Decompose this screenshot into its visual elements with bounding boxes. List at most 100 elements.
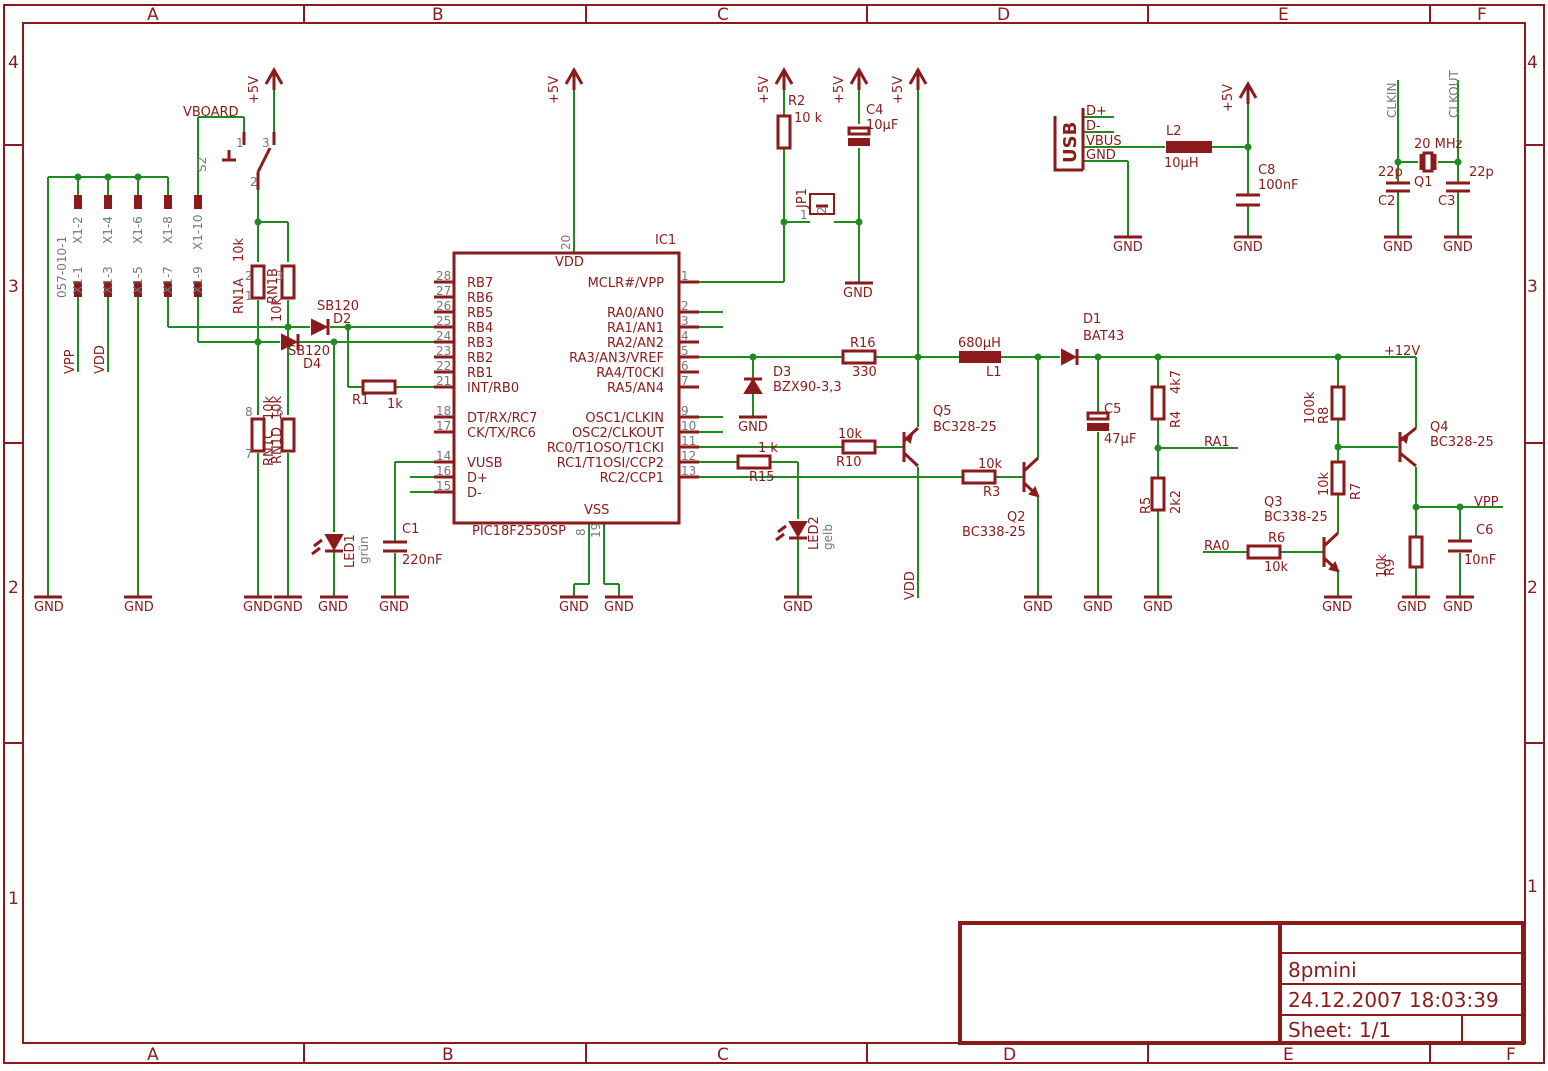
pin-number: 1: [236, 136, 244, 150]
net-label: VDD: [93, 345, 108, 374]
component-ref: JP1: [795, 188, 810, 209]
row-label: 4: [8, 53, 19, 73]
resistor-r6: R6 10k: [1246, 531, 1289, 575]
ic-pin-number: 17: [436, 419, 451, 433]
component-ref: L1: [986, 365, 1002, 380]
ground-label: GND: [124, 600, 154, 615]
usb-pin-label: GND: [1086, 148, 1116, 163]
pin-number: 1: [800, 208, 808, 222]
supply-arrow-icon: [774, 66, 794, 90]
component-ref: C4: [866, 103, 883, 118]
transistor-q5: Q5 BC328-25: [902, 404, 997, 468]
connector-pin-label: X1-7: [161, 266, 175, 294]
capacitor-c8: C8 100nF: [1236, 163, 1299, 207]
ic-pin-number: 28: [436, 269, 451, 283]
component-value: 1k: [387, 397, 403, 412]
pin-number: 1: [245, 289, 253, 303]
ic-pin-number: 14: [436, 449, 451, 463]
ground-label: GND: [1023, 600, 1053, 615]
ic-pin-number: 18: [436, 404, 451, 418]
ground-label: GND: [1143, 600, 1173, 615]
component-value: gelb: [821, 524, 835, 550]
component-value: 22p: [1378, 165, 1403, 180]
capacitor-c4: C4 10µF: [847, 103, 898, 146]
component-value: 10k: [1375, 553, 1390, 578]
connector-pin-label: X1-10: [191, 215, 205, 250]
resistor-r9: R9 10k: [1375, 535, 1424, 578]
component-ref: D2: [333, 312, 351, 327]
component-value: 2k2: [1169, 490, 1184, 514]
component-value: 10k: [1264, 560, 1289, 575]
title-sheet: Sheet: 1/1: [1288, 1018, 1391, 1042]
diode-d4: SB120 D4: [281, 333, 330, 372]
supply-arrows: +5V +5V +5V +5V +5V +5V +12V VPP VBOARD …: [63, 66, 1499, 600]
col-label: F: [1506, 1045, 1516, 1065]
ground-label: GND: [34, 600, 64, 615]
ic-pin-number: 16: [436, 464, 451, 478]
ground-label: GND: [273, 600, 303, 615]
title-block: 8pmini 24.12.2007 18:03:39 Sheet: 1/1: [958, 921, 1525, 1045]
resistor-r16: R16 330: [841, 336, 877, 380]
ic-pin-name: RA2/AN2: [607, 336, 664, 351]
net-label: RA1: [1204, 435, 1230, 450]
ic-pin-number: 12: [681, 449, 696, 463]
ground-label: GND: [243, 600, 273, 615]
ic-pin-name: RB6: [467, 291, 493, 306]
ic-pin-number: 1: [681, 269, 689, 283]
row-label: 1: [8, 889, 19, 909]
resistor-r15: 1 k R15: [736, 441, 778, 485]
component-part: SB120: [317, 299, 359, 314]
component-value: 22p: [1469, 165, 1494, 180]
supply-arrow-icon: [849, 66, 869, 90]
ic-pin-name: OSC1/CLKIN: [585, 411, 664, 426]
component-ref: R8: [1317, 407, 1332, 424]
usb-pin-label: D-: [1086, 119, 1101, 134]
ground-label: GND: [318, 600, 348, 615]
ground-label: GND: [1443, 600, 1473, 615]
component-part: BAT43: [1083, 329, 1124, 344]
ic-pin-number: 13: [681, 464, 696, 478]
component-part: PIC18F2550SP: [472, 524, 566, 539]
row-label: 1: [1527, 877, 1538, 897]
ground-label: GND: [1322, 600, 1352, 615]
component-value: 10k: [978, 457, 1003, 472]
ic-pin-name: OSC2/CLKOUT: [572, 426, 664, 441]
capacitor-c5: C5 47µF: [1086, 402, 1136, 447]
drawing-frame: [3, 4, 1545, 1064]
switch-s2: S2 1 2 3: [195, 132, 276, 190]
led-led1: LED1 grün: [311, 534, 371, 568]
col-label: F: [1477, 5, 1487, 25]
ic-pin-number: 22: [436, 359, 451, 373]
supply-label: +5V: [891, 76, 906, 104]
component-ref: C2: [1378, 194, 1395, 209]
supply-arrow-icon: [264, 66, 284, 90]
component-value: 1 k: [758, 441, 778, 456]
ic-pin-number: 26: [436, 299, 451, 313]
component-value: 100nF: [1258, 178, 1299, 193]
supply-arrow-icon: [564, 66, 584, 90]
supply-arrow-icon: [908, 66, 928, 90]
col-label: C: [717, 1045, 729, 1065]
component-ref: S2: [195, 157, 209, 172]
pin-number: 8: [245, 405, 253, 419]
pin-number: 3: [276, 269, 284, 283]
component-ref: R4: [1169, 411, 1184, 428]
ic-vdd-label: VDD: [555, 255, 584, 270]
ic-pin-name: RB7: [467, 276, 493, 291]
net-label: VPP: [63, 349, 78, 374]
component-ref: D3: [773, 365, 791, 380]
component-ref: R3: [983, 485, 1000, 500]
component-ref: RN1D: [270, 427, 285, 464]
resistor-r3: 10k R3: [961, 457, 1003, 500]
transistor-q3: Q3 BC338-25: [1264, 495, 1340, 573]
pin-number: 19: [589, 523, 603, 538]
connector-pin-label: X1-4: [101, 216, 115, 244]
resistor-r5: R5 2k2: [1139, 476, 1184, 514]
row-label: 2: [8, 578, 19, 598]
col-label: A: [147, 1045, 159, 1065]
ic-pin-name: RC0/T1OSO/T1CKI: [547, 441, 664, 456]
net-label: CLKOUT: [1447, 69, 1461, 118]
component-ref: R10: [836, 455, 862, 470]
component-part: BZX90-3,3: [773, 380, 842, 395]
col-label: E: [1278, 5, 1289, 25]
